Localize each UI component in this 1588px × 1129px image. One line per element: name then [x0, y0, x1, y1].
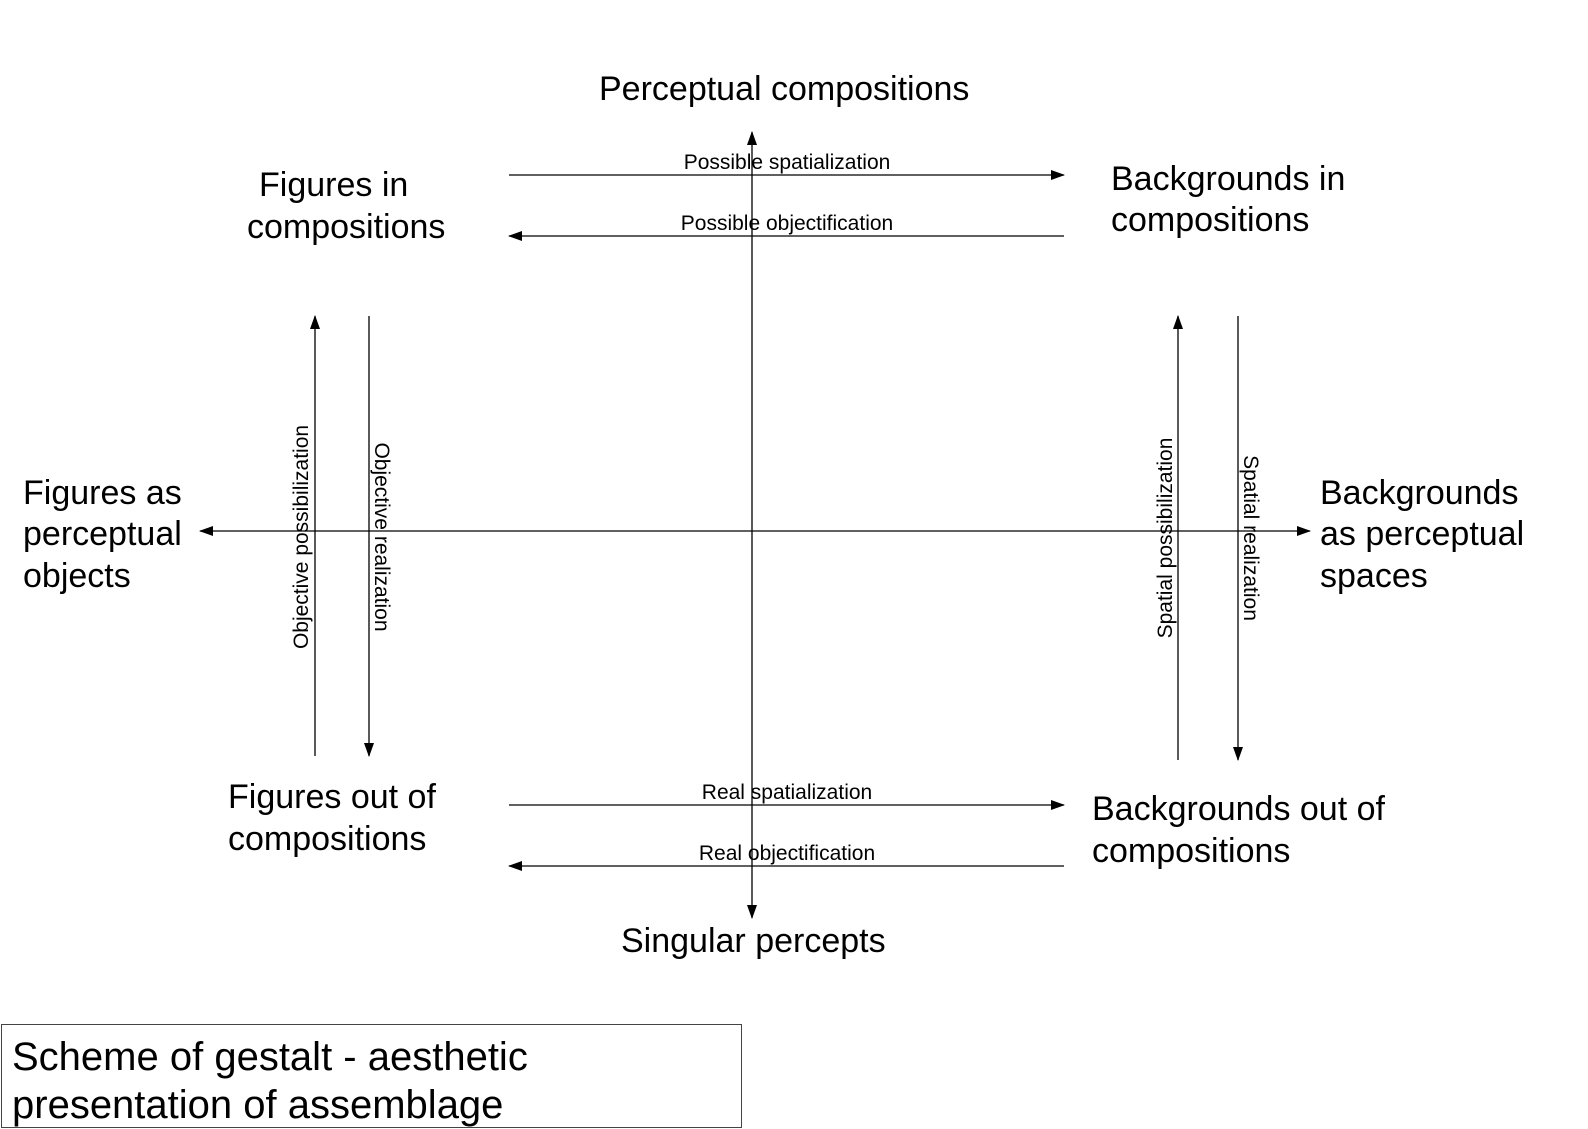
- axis-label-bottom: Singular percepts: [621, 922, 886, 960]
- axis-label-right-line-1: Backgrounds: [1320, 474, 1518, 512]
- axis-label-left-line-3: objects: [23, 557, 131, 595]
- edge-label-spatial-realization: Spatial realization: [1239, 455, 1262, 621]
- axis-label-right-line-2: as perceptual: [1320, 515, 1524, 553]
- edge-label-real-objectification: Real objectification: [699, 842, 875, 865]
- caption-box: Scheme of gestalt - aesthetic presentati…: [1, 1024, 742, 1128]
- edge-label-objective-realization: Objective realization: [370, 442, 393, 631]
- edge-label-possible-spatialization: Possible spatialization: [684, 151, 891, 174]
- corner-label-top-left: Figures in compositions: [247, 166, 445, 246]
- corner-label-bottom-right-line-2: compositions: [1092, 832, 1290, 870]
- corner-label-bottom-left: Figures out of compositions: [228, 778, 445, 858]
- axis-label-right: Backgrounds as perceptual spaces: [1320, 474, 1534, 595]
- edge-label-possible-objectification: Possible objectification: [681, 212, 893, 235]
- edge-label-objective-possibilization: Objective possibilization: [290, 425, 313, 649]
- corner-label-top-right: Backgrounds in compositions: [1111, 160, 1355, 239]
- edge-label-spatial-possibilization: Spatial possibilization: [1154, 438, 1177, 639]
- edge-label-real-spatialization: Real spatialization: [702, 781, 872, 804]
- axis-label-left-line-1: Figures as: [23, 474, 182, 512]
- corner-label-bottom-left-line-2: compositions: [228, 820, 426, 858]
- corner-label-top-left-line-2: compositions: [247, 208, 445, 246]
- axis-label-left: Figures as perceptual objects: [23, 474, 191, 595]
- axis-label-top: Perceptual compositions: [599, 70, 969, 108]
- axis-label-right-line-3: spaces: [1320, 557, 1428, 595]
- corner-label-top-right-line-1: Backgrounds in: [1111, 160, 1345, 198]
- corner-label-bottom-left-line-1: Figures out of: [228, 778, 436, 816]
- corner-label-bottom-right-line-1: Backgrounds out of: [1092, 790, 1386, 828]
- corner-label-bottom-right: Backgrounds out of compositions: [1092, 790, 1394, 870]
- corner-label-top-left-line-1: Figures in: [259, 166, 408, 204]
- corner-label-top-right-line-2: compositions: [1111, 201, 1309, 239]
- axis-label-left-line-2: perceptual: [23, 515, 182, 553]
- caption-text: Scheme of gestalt - aesthetic presentati…: [12, 1035, 528, 1127]
